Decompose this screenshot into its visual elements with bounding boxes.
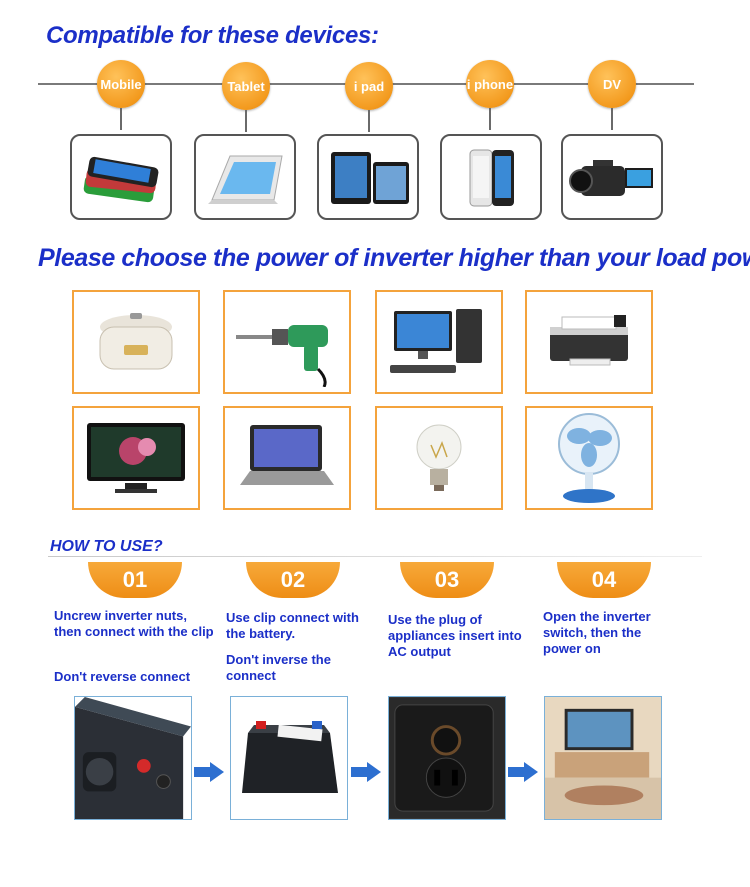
smartphone-stack-icon [83,156,159,203]
appliance-card [375,406,503,510]
connector-line [245,110,247,132]
tablet-icon [208,155,283,204]
inverter-photo [74,696,192,820]
device-label-iphone: i phone [466,60,514,108]
step-warning: Don't reverse connect [54,669,191,684]
electric-fan-icon [558,413,620,503]
device-card-dv [561,134,663,220]
battery-photo [230,696,348,820]
light-bulb-icon [416,424,462,491]
compatible-title: Compatible for these devices: [46,22,379,49]
connector-line [611,108,613,130]
appliance-card [525,406,653,510]
divider [48,556,702,557]
device-label-tablet: Tablet [222,62,270,110]
device-card-mobile [70,134,172,220]
power-title: Please choose the power of inverter high… [38,244,750,272]
laptop-icon [240,425,334,485]
device-card-ipad [317,134,419,220]
appliance-card [223,290,351,394]
step-instruction: Uncrew inverter nuts, then connect with … [54,608,214,639]
appliance-card [375,290,503,394]
step-number: 03 [400,562,494,598]
step-instruction: Open the inverter switch, then the power… [543,609,651,656]
arrow-right-icon [194,762,224,782]
connector-line [120,108,122,130]
appliance-card [72,290,200,394]
step-instruction: Use clip connect with the battery. [226,610,359,641]
device-label-dv: DV [588,60,636,108]
step-number: 01 [88,562,182,598]
ipad-icon [331,152,409,204]
step-warning: Don't inverse the connect [226,652,331,683]
step-instruction: Use the plug of appliances insert into A… [388,612,522,659]
iphone-icon [469,149,514,207]
device-card-tablet [194,134,296,220]
step-number: 04 [557,562,651,598]
arrow-right-icon [351,762,381,782]
appliance-card [223,406,351,510]
connector-line [368,110,370,132]
appliance-card [72,406,200,510]
connector-line [489,108,491,130]
printer-icon [550,315,628,366]
car-battery-icon [242,721,338,793]
television-icon [87,423,185,493]
ac-socket-icon [389,697,505,819]
camcorder-icon [569,160,653,196]
power-drill-icon [236,325,328,387]
howto-title: HOW TO USE? [50,538,163,555]
ac-socket-photo [388,696,506,820]
arrow-right-icon [508,762,538,782]
step-number: 02 [246,562,340,598]
desktop-computer-icon [390,309,482,373]
rice-cooker-icon [99,313,173,370]
device-card-iphone [440,134,542,220]
device-label-ipad: i pad [345,62,393,110]
appliance-card [525,290,653,394]
inverter-icon [75,697,191,819]
device-label-mobile: Mobile [97,60,145,108]
living-room-tv-photo [544,696,662,820]
living-room-icon [545,697,661,819]
